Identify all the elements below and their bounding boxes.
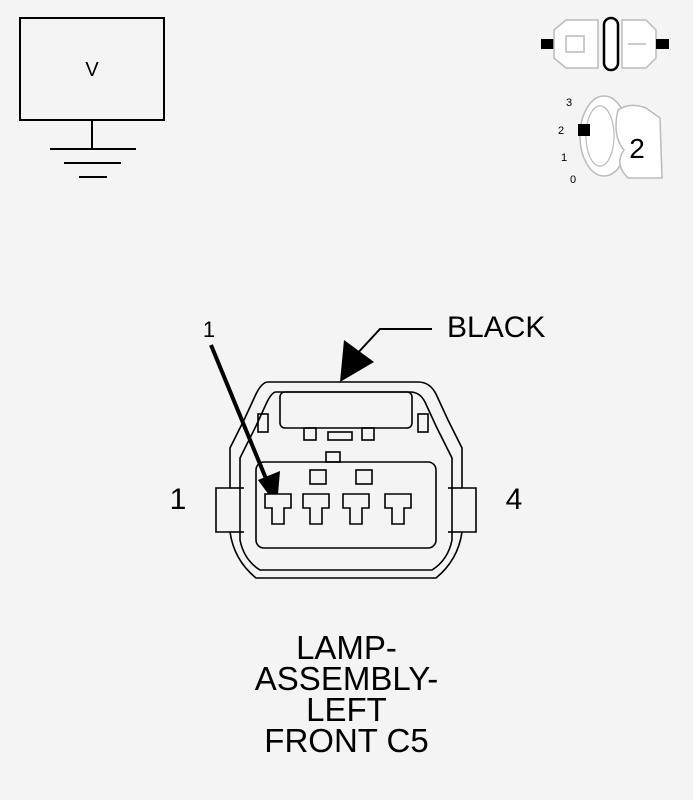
connector-face xyxy=(215,381,477,579)
caption-line-2: ASSEMBLY- xyxy=(254,660,439,697)
ignition-position-3: 3 xyxy=(566,97,572,109)
color-callout: BLACK xyxy=(340,311,545,382)
voltmeter-label: V xyxy=(85,59,99,81)
terminal-pin-2 xyxy=(302,493,330,525)
terminal-cavity-frame xyxy=(255,461,437,549)
ignition-position-1: 1 xyxy=(561,152,567,164)
caption-line-4: FRONT C5 xyxy=(264,722,429,759)
caption-line-1: LAMP- xyxy=(296,629,397,666)
terminal-pin-1 xyxy=(264,493,292,525)
ground-icon xyxy=(50,148,136,178)
ignition-switch-icon: 3 2 1 0 2 xyxy=(558,95,663,186)
caption-line-3: LEFT xyxy=(306,691,387,728)
ignition-selected-position: 2 xyxy=(629,133,645,164)
connector-latch xyxy=(279,391,413,429)
ignition-position-marker xyxy=(578,124,590,136)
terminal-pin-3 xyxy=(342,493,370,525)
ignition-position-2: 2 xyxy=(558,125,564,137)
connector-color-label: BLACK xyxy=(447,311,545,344)
left-pin-number: 1 xyxy=(170,483,187,516)
ignition-position-0: 0 xyxy=(570,174,576,186)
terminal-pin-4 xyxy=(384,493,412,525)
right-pin-number: 4 xyxy=(506,483,523,516)
terminals xyxy=(264,493,412,525)
connector-disconnect-icon xyxy=(541,16,669,72)
pin-callout-label: 1 xyxy=(203,317,215,342)
voltmeter-symbol: V xyxy=(19,17,165,178)
connector-caption: LAMP- ASSEMBLY- LEFT FRONT C5 xyxy=(0,629,693,759)
pin-callout: 1 xyxy=(203,317,280,506)
